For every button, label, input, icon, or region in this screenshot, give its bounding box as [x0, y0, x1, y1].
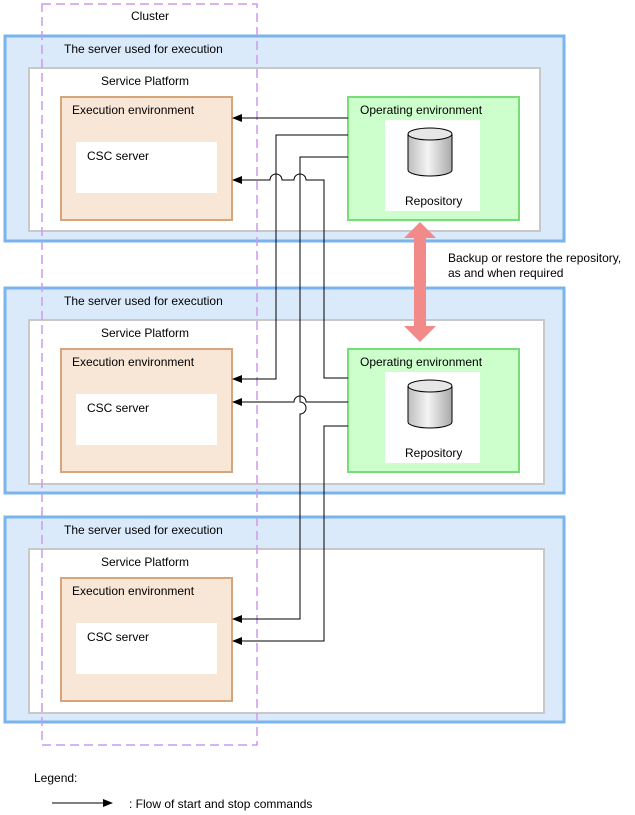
- server-3-execution-environment-label: Execution environment: [72, 584, 195, 598]
- server-3-csc-server-box: [76, 623, 217, 674]
- server-2: The server used for execution Service Pl…: [3, 286, 566, 495]
- cluster-label: Cluster: [131, 9, 169, 23]
- flow-arrow-oe1-to-exec2: [232, 134, 348, 383]
- flow-arrow-oe2-to-exec2-bottom: [232, 395, 348, 406]
- server-2-repository-label: Repository: [405, 446, 462, 460]
- server-1-platform-label: Service Platform: [101, 74, 189, 88]
- server-3-platform-label: Service Platform: [101, 555, 189, 569]
- server-1-csc-server-label: CSC server: [87, 149, 149, 163]
- server-1-database-icon: [407, 127, 453, 177]
- server-2-title: The server used for execution: [64, 294, 223, 308]
- server-3-title: The server used for execution: [64, 523, 223, 537]
- command-flows: [232, 114, 348, 645]
- cluster-boundary: [41, 3, 258, 746]
- server-2-csc-server-box: [76, 394, 217, 445]
- flow-arrow-oe2-to-exec3: [232, 425, 348, 645]
- flow-arrow-oe2-to-exec1: [232, 173, 348, 379]
- legend-flow-label: : Flow of start and stop commands: [129, 797, 312, 811]
- legend-title: Legend:: [34, 771, 77, 785]
- server-2-csc-server-label: CSC server: [87, 401, 149, 415]
- backup-note-line-1: Backup or restore the repository,: [448, 251, 621, 265]
- server-2-platform-label: Service Platform: [101, 326, 189, 340]
- server-1-repository-label: Repository: [405, 194, 462, 208]
- server-2-database-icon: [407, 379, 453, 429]
- backup-note-line-2: as and when required: [448, 266, 563, 280]
- server-2-operating-environment-label: Operating environment: [360, 355, 483, 369]
- server-1-execution-environment-label: Execution environment: [72, 103, 195, 117]
- server-1-title: The server used for execution: [64, 42, 223, 56]
- server-3-csc-server-label: CSC server: [87, 630, 149, 644]
- backup-restore-arrow: [404, 222, 436, 342]
- server-2-execution-environment-label: Execution environment: [72, 355, 195, 369]
- server-1-operating-environment-label: Operating environment: [360, 103, 483, 117]
- server-1: The server used for execution Service Pl…: [3, 34, 566, 243]
- server-1-csc-server-box: [76, 142, 217, 193]
- flow-arrow-oe1-to-exec3: [232, 156, 348, 623]
